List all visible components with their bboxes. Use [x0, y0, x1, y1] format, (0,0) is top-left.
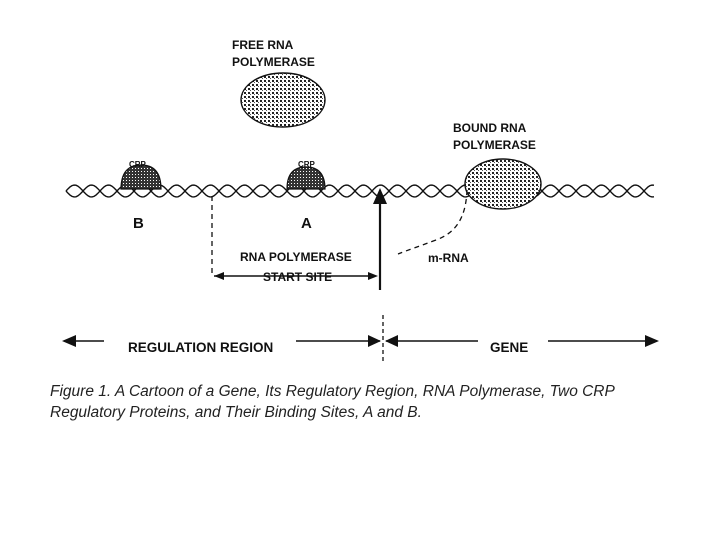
start-site-label-line2: START SITE [263, 270, 332, 284]
mrna-strand [398, 190, 467, 254]
gene-label: GENE [490, 340, 528, 355]
bound-polymerase-label: BOUND RNA POLYMERASE [453, 121, 536, 152]
free-polymerase-label-line2: POLYMERASE [232, 55, 315, 69]
regulation-region-label: REGULATION REGION [128, 340, 273, 355]
free-polymerase-label-line1: FREE RNA [232, 38, 294, 52]
bound-rna-polymerase [465, 159, 541, 209]
site-b-label: B [133, 215, 144, 232]
start-site-arrow [373, 188, 387, 290]
crp-label-left: CRP [129, 160, 147, 169]
start-site-label: RNA POLYMERASE START SITE [240, 250, 355, 284]
bound-polymerase-label-line1: BOUND RNA [453, 121, 527, 135]
free-rna-polymerase [241, 73, 325, 127]
crp-protein-a [287, 167, 325, 189]
site-a-label: A [301, 215, 312, 232]
start-site-label-line1: RNA POLYMERASE [240, 250, 352, 264]
mrna-label: m-RNA [428, 251, 469, 265]
bound-polymerase-label-line2: POLYMERASE [453, 138, 536, 152]
free-polymerase-label: FREE RNA POLYMERASE [232, 38, 315, 69]
figure-caption: Figure 1. A Cartoon of a Gene, Its Regul… [50, 381, 670, 423]
crp-label-right: CRP [298, 160, 316, 169]
